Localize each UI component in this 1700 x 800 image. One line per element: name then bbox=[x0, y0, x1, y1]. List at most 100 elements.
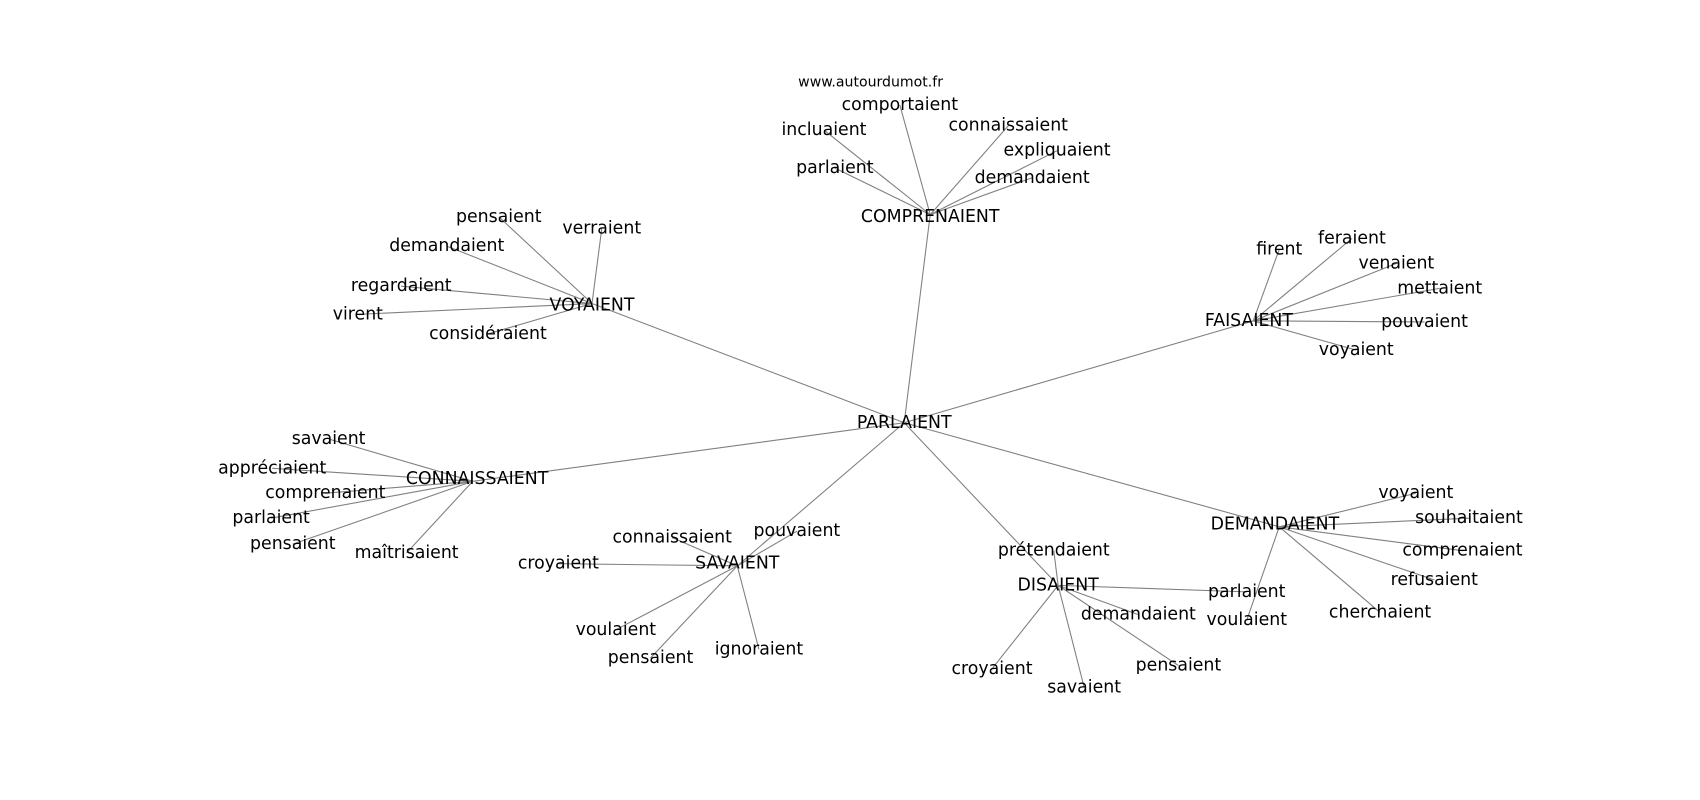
edge-hub-to-leaf bbox=[1278, 526, 1381, 613]
leaf-node-label: prétendaient bbox=[998, 541, 1110, 561]
leaf-node-label: demandaient bbox=[975, 168, 1090, 188]
edge-hub-to-leaf bbox=[325, 480, 473, 494]
edge-center-to-hub bbox=[472, 422, 905, 482]
edge-hub-to-leaf bbox=[1057, 584, 1139, 616]
edge-hub-to-leaf bbox=[292, 480, 473, 545]
site-title: www.autourdumot.fr bbox=[798, 74, 943, 90]
edge-hub-to-leaf bbox=[930, 177, 1033, 216]
hub-node-label: COMPRENAIENT bbox=[861, 207, 1000, 227]
edge-center-to-hub bbox=[903, 214, 931, 423]
edge-hub-to-leaf bbox=[1253, 262, 1397, 322]
edge-hub-to-leaf bbox=[1053, 550, 1059, 586]
edge-hub-to-leaf bbox=[929, 150, 1058, 216]
leaf-node-label: pouvaient bbox=[1381, 312, 1468, 332]
leaf-node-label: expliquaient bbox=[1003, 141, 1110, 161]
leaf-node-label: mettaient bbox=[1397, 278, 1482, 298]
hub-node-label: FAISAIENT bbox=[1205, 311, 1294, 331]
edge-hub-to-leaf bbox=[401, 285, 593, 305]
edge-hub-to-leaf bbox=[591, 228, 603, 304]
leaf-node-label: appréciaient bbox=[218, 458, 326, 478]
leaf-node-label: croyaient bbox=[518, 554, 599, 574]
edges bbox=[271, 105, 1469, 688]
leaf-node-label: pensaient bbox=[1136, 656, 1222, 676]
hub-node-label: VOYAIENT bbox=[550, 296, 635, 316]
edge-center-to-hub bbox=[904, 422, 1280, 528]
edge-hub-to-leaf bbox=[558, 563, 738, 567]
leaf-node-label: pensaient bbox=[608, 648, 694, 668]
edge-hub-to-leaf bbox=[328, 438, 473, 482]
edge-hub-to-leaf bbox=[1057, 585, 1085, 688]
edge-hub-to-leaf bbox=[487, 303, 593, 335]
edge-hub-to-leaf bbox=[1253, 320, 1357, 351]
leaf-node-label: voyaient bbox=[1378, 483, 1453, 503]
edge-hub-to-leaf bbox=[615, 565, 738, 631]
edge-hub-to-leaf bbox=[1057, 584, 1179, 667]
leaf-node-label: feraient bbox=[1318, 228, 1386, 248]
leaf-node-label: savaient bbox=[292, 429, 366, 449]
leaf-node-label: comportaient bbox=[842, 95, 959, 115]
edge-hub-to-leaf bbox=[650, 565, 738, 659]
edge-center-to-hub bbox=[903, 422, 1059, 586]
center-node-label: PARLAIENT bbox=[857, 413, 952, 433]
leaf-node-label: regardaient bbox=[351, 276, 452, 296]
edge-hub-to-leaf bbox=[736, 565, 760, 650]
leaf-node-label: maîtrisaient bbox=[355, 543, 459, 563]
edge-center-to-hub bbox=[591, 303, 905, 424]
edge-hub-to-leaf bbox=[823, 129, 931, 216]
leaf-node-label: demandaient bbox=[1081, 605, 1196, 625]
edge-hub-to-leaf bbox=[1279, 526, 1463, 552]
leaf-node-label: parlaient bbox=[232, 508, 310, 528]
edge-hub-to-leaf bbox=[357, 302, 593, 315]
leaf-node-label: parlaient bbox=[1208, 582, 1286, 602]
leaf-node-label: voulaient bbox=[1206, 610, 1287, 630]
edge-hub-to-leaf bbox=[1279, 492, 1416, 528]
leaf-node-label: demandaient bbox=[389, 236, 504, 256]
edge-hub-to-leaf bbox=[1252, 238, 1353, 322]
edge-hub-to-leaf bbox=[672, 537, 738, 567]
edge-hub-to-leaf bbox=[498, 216, 593, 304]
hub-node-label: DISAIENT bbox=[1018, 575, 1100, 595]
leaf-node-label: parlaient bbox=[796, 158, 874, 178]
hub-node-label: DEMANDAIENT bbox=[1211, 515, 1340, 535]
edge-hub-to-leaf bbox=[271, 480, 473, 519]
leaf-node-label: connaissaient bbox=[612, 528, 732, 548]
edge-hub-to-leaf bbox=[1253, 320, 1425, 323]
leaf-node-label: comprenaient bbox=[1402, 541, 1522, 561]
leaf-node-label: pensaient bbox=[250, 534, 336, 554]
leaf-node-label: souhaitaient bbox=[1415, 508, 1523, 528]
edge-hub-to-leaf bbox=[1279, 526, 1435, 581]
edge-hub-to-leaf bbox=[1252, 249, 1280, 322]
leaf-node-label: pensaient bbox=[456, 207, 542, 227]
edge-hub-to-leaf bbox=[1246, 526, 1280, 621]
edge-hub-to-leaf bbox=[446, 245, 593, 305]
leaf-node-label: venaient bbox=[1358, 253, 1434, 273]
leaf-node-label: virent bbox=[333, 304, 383, 324]
edge-hub-to-leaf bbox=[1253, 287, 1440, 322]
edge-hub-to-leaf bbox=[834, 167, 931, 216]
node-labels: PARLAIENT COMPRENAIENT incluaient comportai… bbox=[218, 95, 1523, 697]
leaf-node-label: considéraient bbox=[429, 324, 547, 344]
leaf-node-label: cherchaient bbox=[1329, 602, 1431, 622]
edge-hub-to-leaf bbox=[1279, 517, 1469, 528]
leaf-node-label: voulaient bbox=[576, 620, 657, 640]
leaf-node-label: connaissaient bbox=[949, 116, 1069, 136]
leaf-node-label: ignoraient bbox=[715, 639, 804, 659]
leaf-node-label: incluaient bbox=[781, 120, 866, 140]
edge-hub-to-leaf bbox=[899, 105, 931, 215]
edge-center-to-hub bbox=[904, 320, 1254, 424]
edge-hub-to-leaf bbox=[929, 125, 1009, 215]
edge-hub-to-leaf bbox=[1058, 584, 1247, 593]
hub-node-label: CONNAISSAIENT bbox=[406, 469, 549, 489]
edge-hub-to-leaf bbox=[272, 467, 473, 482]
leaf-node-label: comprenaient bbox=[265, 483, 385, 503]
edge-hub-to-leaf bbox=[736, 530, 798, 567]
leaf-node-label: firent bbox=[1256, 239, 1302, 259]
leaf-node-label: voyaient bbox=[1319, 340, 1394, 360]
edge-hub-to-leaf bbox=[406, 480, 474, 554]
leaf-node-label: pouvaient bbox=[754, 521, 841, 541]
leaf-node-label: savaient bbox=[1047, 677, 1121, 697]
leaf-node-label: refusaient bbox=[1391, 570, 1479, 590]
edge-hub-to-leaf bbox=[991, 585, 1059, 670]
hub-node-label: SAVAIENT bbox=[695, 554, 780, 574]
